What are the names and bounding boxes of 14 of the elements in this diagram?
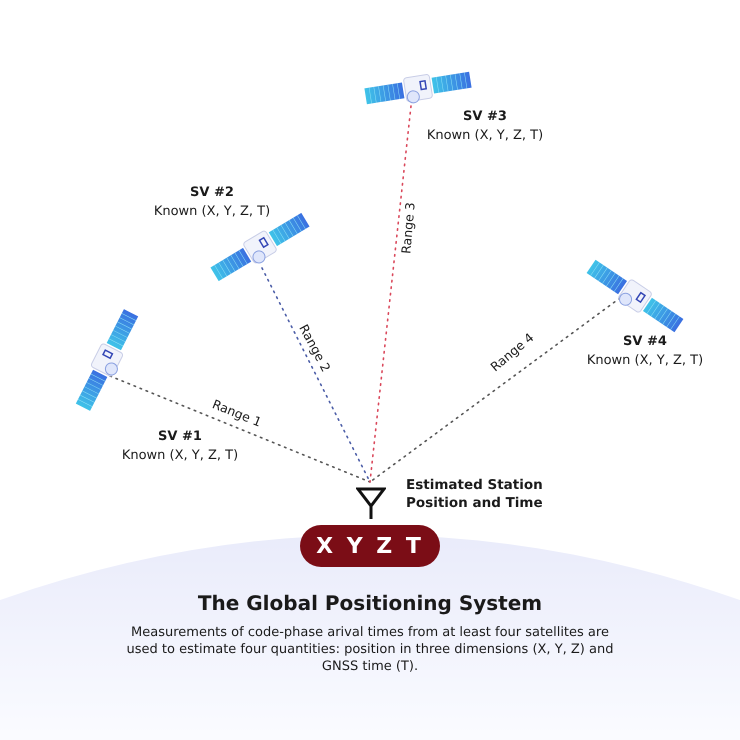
satellite-name: SV #2 [190,184,234,202]
range-line [369,105,412,483]
station-label: Estimated Station Position and Time [406,476,544,512]
satellite-coordinates: Known (X, Y, Z, T) [122,447,238,465]
satellite-name: SV #4 [623,333,667,351]
diagram-title: The Global Positioning System [196,591,544,615]
result-pill: X Y Z T [300,525,440,567]
satellite-coordinates: Known (X, Y, Z, T) [426,127,544,145]
satellite-name: SV #1 [158,428,202,446]
range-line [109,375,371,483]
satellite-coordinates: Known (X, Y, Z, T) [154,203,270,221]
satellite-coordinates: Known (X, Y, Z, T) [586,352,704,370]
caption: Measurements of code-phase arival times from at least four satellites are used to estimate four quantities: position in three dimensions (X, Y, Z) and GNSS time (T). [126,624,614,675]
satellite-name: SV #3 [463,108,507,126]
